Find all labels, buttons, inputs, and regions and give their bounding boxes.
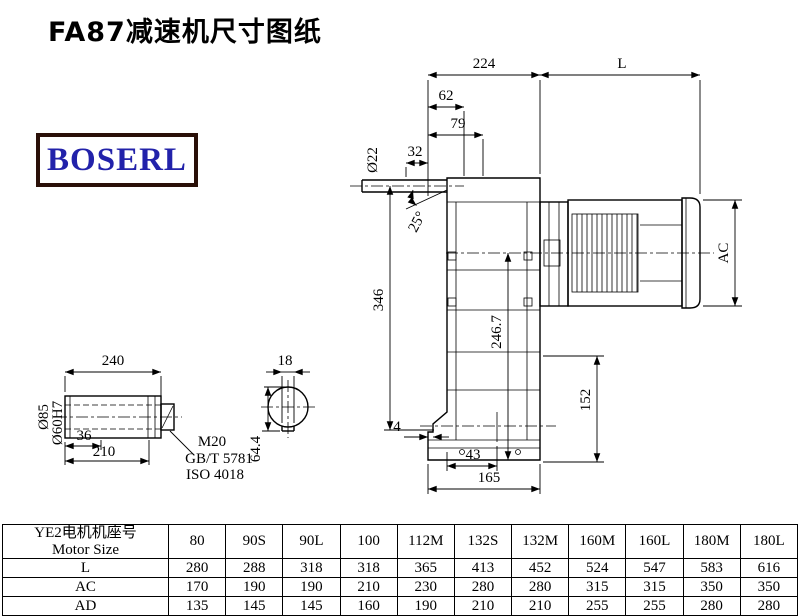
col-header-80: 80: [167, 524, 227, 559]
col-header-112M: 112M: [396, 524, 455, 559]
boserl-logo-text: BOSERL: [47, 141, 187, 178]
dim-4-label: 4: [393, 419, 401, 435]
dim-79-label: 79: [451, 116, 466, 132]
technical-drawing: 25° 224 L 62 79 32 Ø22 346 246.7 A: [36, 56, 742, 494]
table-cell: 315: [625, 577, 684, 597]
table-cell: 350: [739, 577, 799, 597]
dim-AC-label: AC: [716, 243, 732, 264]
dim-25deg-label: 25°: [405, 209, 429, 235]
input-shaft: [350, 179, 464, 193]
dim-43-label: 43: [466, 447, 481, 463]
col-header-90S: 90S: [225, 524, 284, 559]
motor-size-table: YE2电机机座号 Motor Size 80 90S 90L 100 112M …: [2, 524, 799, 616]
table-cell: 315: [568, 577, 627, 597]
table-cell: 524: [568, 558, 627, 578]
standard-gbt-label: GB/T 5781: [185, 451, 253, 467]
col-header-132M: 132M: [511, 524, 570, 559]
table-cell: 280: [682, 596, 741, 616]
table-row-L: L 280 288 318 318 365 413 452 524 547 58…: [2, 558, 799, 578]
table-cell: 210: [339, 577, 398, 597]
motor: [446, 197, 714, 309]
main-view-dimensions: 224 L 62 79 32 Ø22 346 246.7 AC 15: [365, 56, 742, 494]
table-cell: 230: [396, 577, 455, 597]
table-cell: 280: [167, 558, 227, 578]
dim-36-label: 36: [77, 428, 93, 444]
table-cell: 452: [511, 558, 570, 578]
dim-152-label: 152: [578, 389, 594, 412]
dim-18-label: 18: [278, 353, 293, 369]
table-cell: 616: [739, 558, 799, 578]
table-cell: 288: [225, 558, 284, 578]
table-cell: 135: [167, 596, 227, 616]
table-cell: 145: [225, 596, 284, 616]
row-label-L: L: [2, 558, 169, 578]
thread-label: M20: [198, 434, 226, 450]
row-label-AC: AC: [2, 577, 169, 597]
motor-size-header: YE2电机机座号 Motor Size: [2, 524, 169, 559]
dim-165-label: 165: [478, 470, 501, 486]
table-cell: 365: [396, 558, 455, 578]
dim-346-label: 346: [371, 288, 387, 311]
col-header-100: 100: [339, 524, 398, 559]
table-cell: 160: [339, 596, 398, 616]
dim-32-label: 32: [408, 144, 423, 160]
table-cell: 190: [282, 577, 341, 597]
table-cell: 413: [453, 558, 513, 578]
motor-size-header-cn: YE2电机机座号: [34, 525, 137, 541]
col-header-132S: 132S: [453, 524, 513, 559]
table-cell: 280: [739, 596, 799, 616]
dim-210-label: 210: [93, 444, 116, 460]
table-cell: 280: [511, 577, 570, 597]
col-header-180M: 180M: [682, 524, 741, 559]
table-cell: 318: [282, 558, 341, 578]
dim-224-label: 224: [473, 56, 496, 72]
table-cell: 255: [568, 596, 627, 616]
dim-64-4-label: 64.4: [248, 435, 264, 462]
col-header-160L: 160L: [625, 524, 684, 559]
table-cell: 210: [453, 596, 513, 616]
output-shaft-detail: 240 Ø85 Ø60H7 36 210 M20 GB/T 5781 ISO 4…: [36, 353, 253, 483]
table-cell: 145: [282, 596, 341, 616]
motor-size-header-en: Motor Size: [51, 541, 120, 558]
table-row-AC: AC 170 190 190 210 230 280 280 315 315 3…: [2, 577, 799, 597]
dim-62-label: 62: [439, 88, 454, 104]
dim-240-label: 240: [102, 353, 125, 369]
gearbox-housing: [420, 177, 556, 461]
table-cell: 583: [682, 558, 741, 578]
table-cell: 170: [167, 577, 227, 597]
dim-phi22-label: Ø22: [365, 147, 381, 173]
table-cell: 255: [625, 596, 684, 616]
boserl-logo: BOSERL: [36, 133, 198, 187]
col-header-180L: 180L: [739, 524, 799, 559]
table-header-row: YE2电机机座号 Motor Size 80 90S 90L 100 112M …: [2, 524, 799, 559]
bore-section-detail: 18 64.4: [248, 353, 315, 462]
dim-246-7-label: 246.7: [489, 315, 505, 349]
table-cell: 190: [225, 577, 284, 597]
standard-iso-label: ISO 4018: [186, 467, 244, 483]
table-cell: 547: [625, 558, 684, 578]
table-cell: 318: [339, 558, 398, 578]
table-cell: 210: [511, 596, 570, 616]
col-header-160M: 160M: [568, 524, 627, 559]
dim-phi60-label: Ø60H7: [50, 400, 66, 445]
angle-dimension: 25°: [405, 189, 448, 235]
row-label-AD: AD: [2, 596, 169, 616]
page-title: FA87减速机尺寸图纸: [48, 17, 322, 48]
table-cell: 280: [453, 577, 513, 597]
dim-L-label: L: [617, 56, 626, 72]
table-cell: 350: [682, 577, 741, 597]
dim-phi85-label: Ø85: [36, 404, 52, 430]
table-row-AD: AD 135 145 145 160 190 210 210 255 255 2…: [2, 596, 799, 616]
col-header-90L: 90L: [282, 524, 341, 559]
table-cell: 190: [396, 596, 455, 616]
